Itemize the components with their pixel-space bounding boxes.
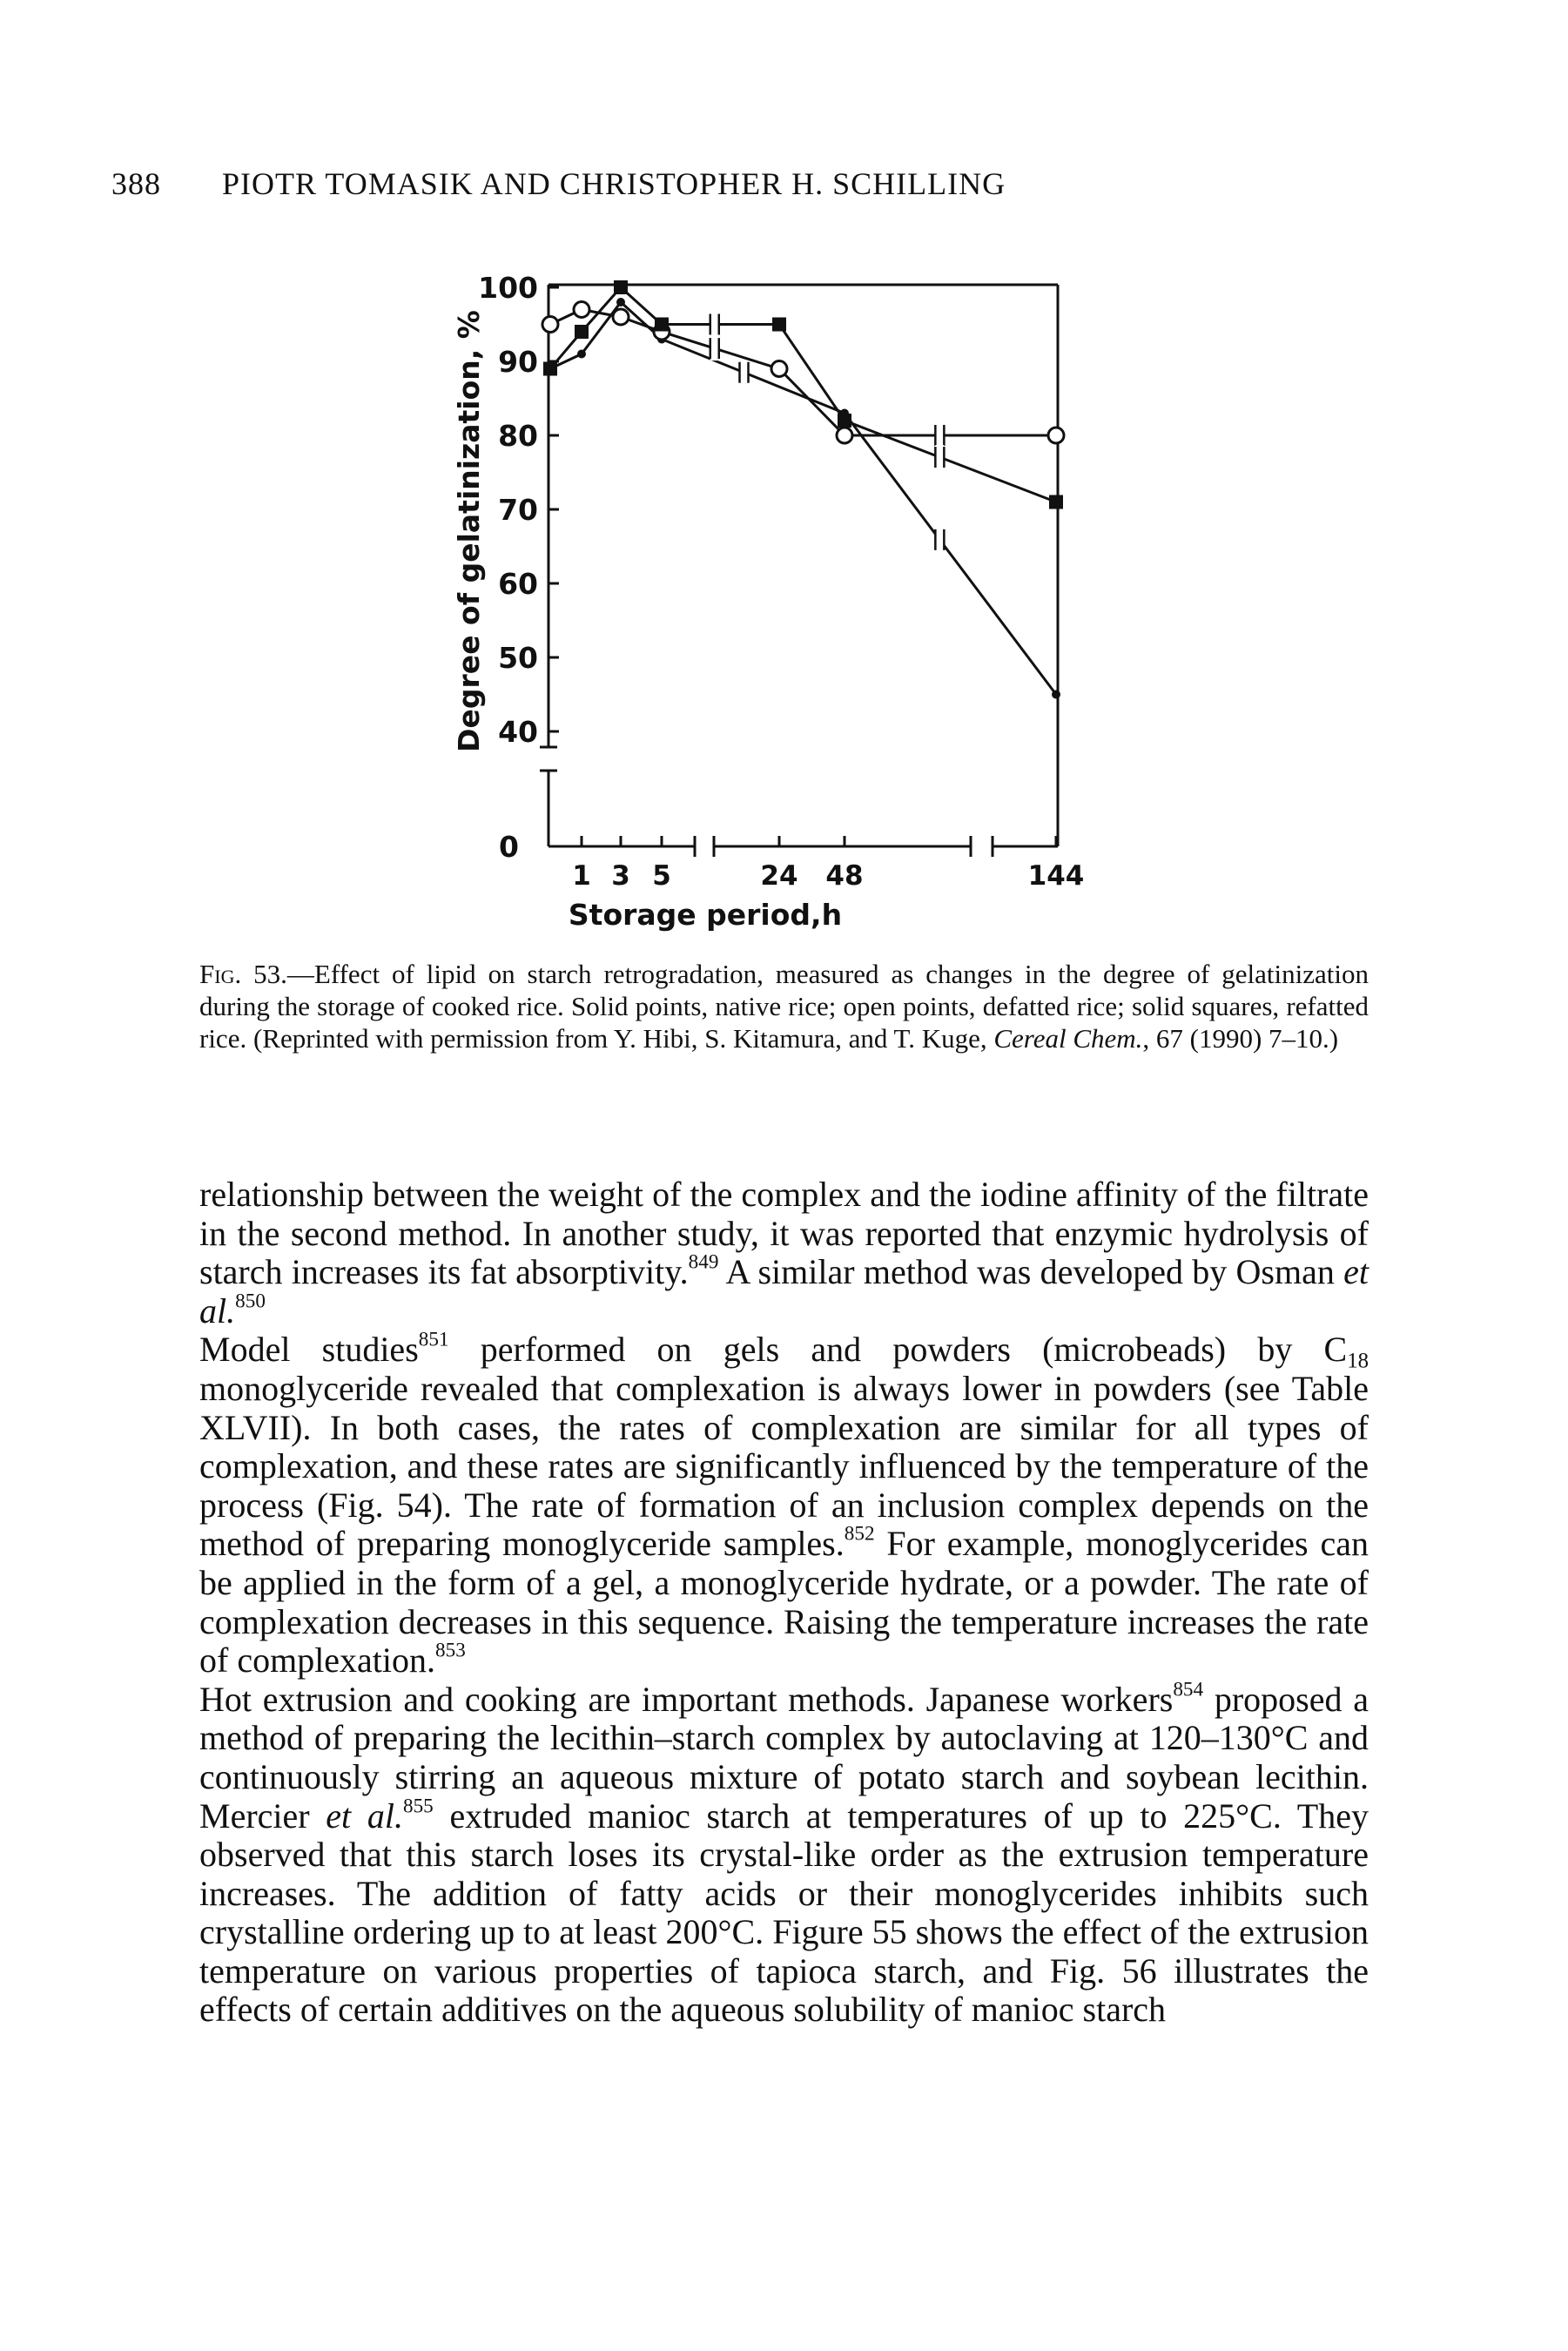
paragraph-2: Model studies851 performed on gels and p… (199, 1330, 1369, 1680)
footnote-ref: 853 (435, 1639, 466, 1662)
running-title: PIOTR TOMASIK AND CHRISTOPHER H. SCHILLI… (222, 166, 1006, 201)
p3-text-a: Hot extrusion and cooking are important … (199, 1679, 1174, 1719)
footnote-ref: 855 (402, 1795, 434, 1818)
p1-text-b: A similar method was developed by Osman (718, 1252, 1344, 1292)
y-tick-label: 100 (478, 271, 538, 305)
data-point (541, 315, 560, 333)
x-tick-label: 144 (1028, 860, 1085, 892)
chart-axes (540, 283, 1060, 857)
series-break-gap (739, 360, 749, 385)
p2-text-b: performed on gels and powders (microbead… (448, 1330, 1348, 1370)
p3-text-c: extruded manioc starch at temperatures o… (199, 1795, 1369, 2030)
p1-text-a: relationship between the weight of the c… (199, 1175, 1369, 1292)
p3-text-b: proposed a method of preparing the lecit… (199, 1679, 1369, 1836)
y-tick-label: 60 (498, 567, 538, 601)
data-point (577, 349, 586, 359)
y-tick-label: 0 (499, 830, 519, 864)
y-tick-label: 90 (498, 345, 538, 379)
paragraph-1: relationship between the weight of the c… (199, 1175, 1369, 1330)
data-point (614, 280, 628, 294)
series-break-gap (710, 336, 719, 361)
footnote-ref: 849 (688, 1250, 719, 1274)
data-point (838, 414, 851, 428)
x-axis-label: Storage period,h (569, 898, 842, 932)
caption-citation: , 67 (1990) 7–10.) (1142, 1023, 1339, 1054)
data-point (572, 300, 591, 319)
y-tick-label: 40 (498, 715, 538, 749)
x-tick-label: 1 (572, 860, 591, 892)
y-tick-label: 50 (498, 641, 538, 675)
p2-text-c: monoglyceride revealed that complexation… (199, 1368, 1369, 1564)
data-point (1046, 426, 1066, 445)
figure-label: Fig. 53. (199, 959, 287, 989)
running-head: 388 PIOTR TOMASIK AND CHRISTOPHER H. SCHI… (111, 165, 1006, 202)
data-point (655, 317, 669, 332)
footnote-ref: 854 (1173, 1678, 1204, 1701)
figure-caption: Fig. 53.—Effect of lipid on starch retro… (199, 958, 1369, 1054)
y-axis-label: Degree of gelatinization, % (452, 310, 486, 752)
x-tick-label: 48 (825, 860, 863, 892)
series-break-gap (710, 312, 719, 337)
series-break-gap (935, 527, 945, 552)
series-break-gap (935, 423, 945, 448)
paragraph-3: Hot extrusion and cooking are important … (199, 1678, 1369, 2030)
caption-text: —Effect of lipid on starch retrogradatio… (199, 959, 1369, 1054)
data-point (575, 325, 589, 339)
data-point (543, 361, 557, 376)
y-tick-label: 80 (498, 419, 538, 453)
x-tick-label: 3 (611, 860, 630, 892)
subscript: 18 (1347, 1349, 1369, 1373)
data-point (616, 298, 625, 307)
data-point (1049, 495, 1063, 509)
p2-text-d: For example, monoglycerides can be appli… (199, 1524, 1369, 1681)
p2-text-a: Model studies (199, 1330, 419, 1370)
et-al: et al. (199, 1252, 1369, 1330)
series-solid-square (543, 280, 1063, 509)
series-line (549, 300, 1058, 696)
series-break-gap (935, 445, 945, 470)
x-tick-label: 24 (760, 860, 797, 892)
data-point (772, 317, 786, 332)
footnote-ref: 851 (418, 1328, 449, 1351)
x-tick-label: 5 (652, 860, 671, 892)
body-text: relationship between the weight of the c… (199, 1175, 1369, 2030)
footnote-ref: 850 (235, 1290, 266, 1313)
data-point (1052, 690, 1060, 699)
y-tick-label: 70 (498, 493, 538, 527)
data-point (835, 426, 854, 445)
series-line (549, 307, 1056, 437)
data-point (611, 307, 630, 327)
page-number: 388 (111, 166, 161, 201)
chart-series (541, 280, 1066, 699)
et-al: et al. (326, 1795, 403, 1836)
caption-journal: Cereal Chem. (993, 1023, 1143, 1054)
data-point (770, 360, 789, 378)
series-open-circle (541, 300, 1066, 448)
footnote-ref: 852 (844, 1522, 875, 1546)
